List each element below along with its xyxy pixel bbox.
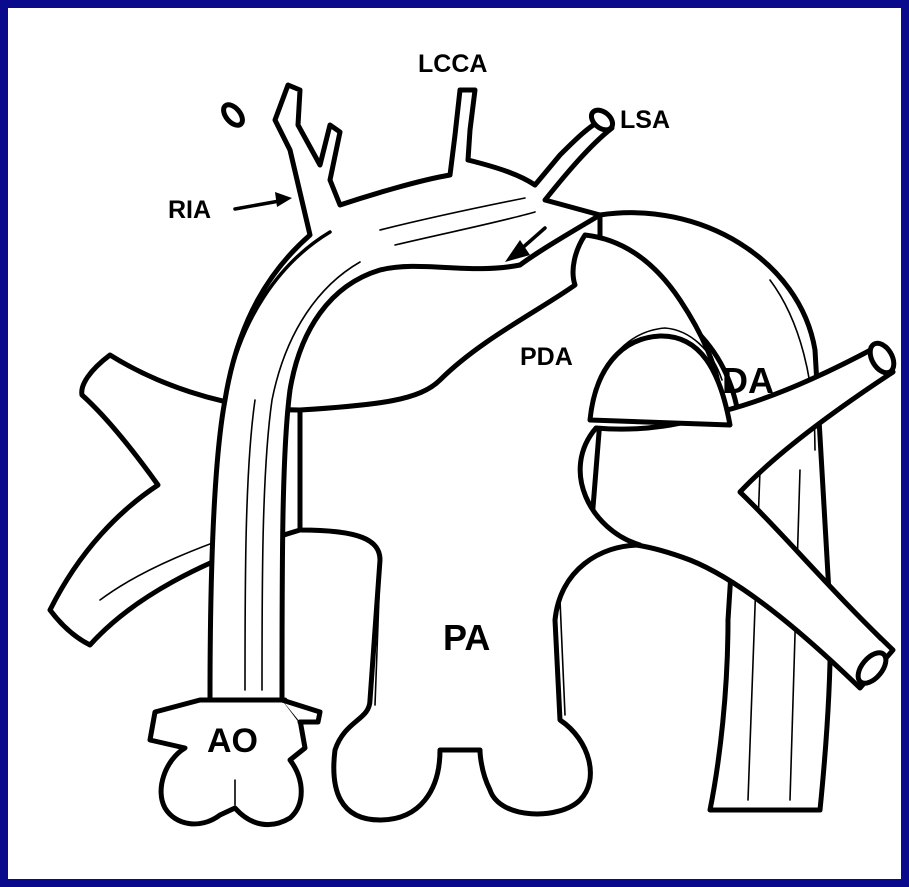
label-lsa: LSA bbox=[620, 106, 670, 134]
ria-pointer bbox=[235, 192, 292, 209]
aortic-root bbox=[150, 700, 320, 825]
label-da: DA bbox=[722, 360, 774, 401]
label-pda: PDA bbox=[520, 343, 573, 371]
label-pa: PA bbox=[443, 617, 490, 658]
label-ria: RIA bbox=[168, 196, 211, 224]
label-lcca: LCCA bbox=[418, 50, 487, 78]
label-ao: AO bbox=[207, 722, 258, 760]
